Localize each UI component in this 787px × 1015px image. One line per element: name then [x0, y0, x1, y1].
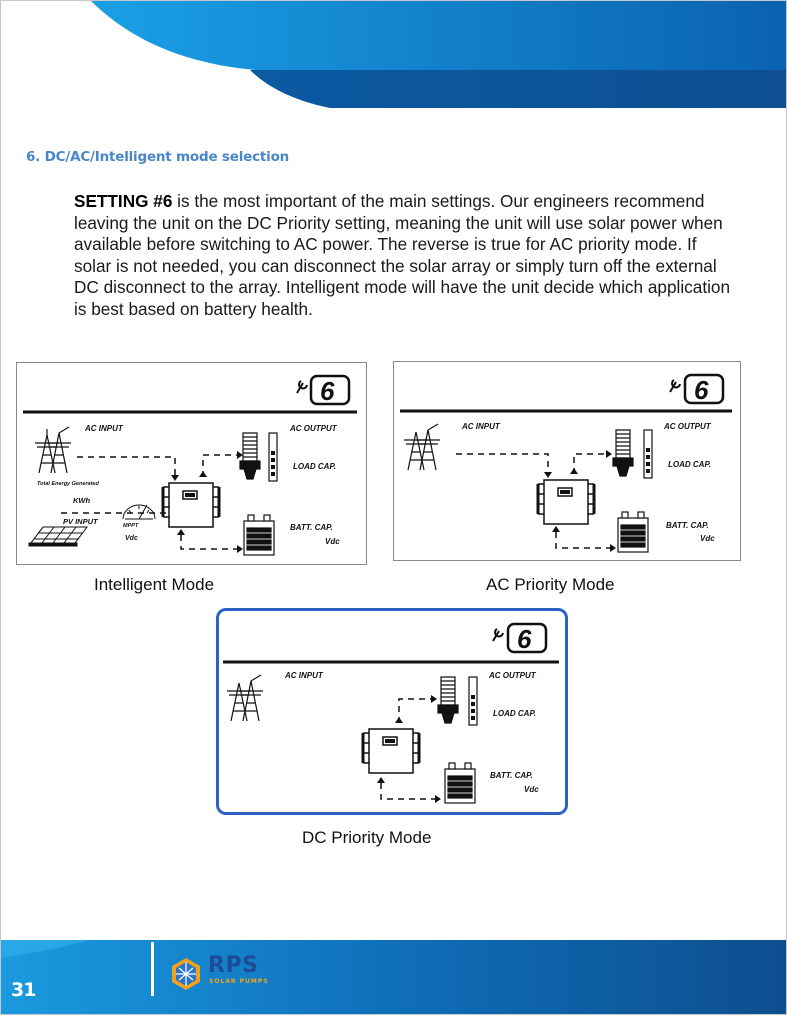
ac-output-label: AC OUTPUT: [488, 671, 537, 680]
ac-input-label: AC INPUT: [84, 424, 124, 433]
arrow-heads: [544, 450, 616, 552]
load-cap-label: LOAD CAP.: [293, 462, 336, 471]
brand-name: RPS: [208, 953, 259, 978]
load-level-icon: [268, 432, 278, 482]
pv-input-label: PV INPUT: [63, 517, 99, 526]
setting-digit-box: [309, 374, 351, 406]
flow-arrows: [380, 698, 437, 800]
batt-cap-label: BATT. CAP.: [666, 521, 709, 530]
bulb-icon: [612, 429, 634, 477]
battery-icon: [444, 762, 476, 804]
load-level-icon: [643, 429, 653, 479]
wrench-icon: [296, 380, 308, 394]
setting-digit: 6: [694, 375, 709, 405]
rps-logo-icon: [172, 958, 200, 990]
flow-arrows: [456, 453, 612, 549]
intro-text: is the most important of the main settin…: [74, 191, 731, 319]
mppt-vdc-label: Vdc: [125, 535, 138, 542]
setting-digit: 6: [320, 376, 335, 406]
load-level-icon: [468, 676, 478, 726]
ac-priority-panel: 6 AC INPUT AC OUTPUT LOAD CAP. BATT. CAP…: [393, 361, 741, 561]
arrow-heads: [377, 695, 441, 803]
arrow-heads: [171, 451, 243, 553]
ac-input-label: AC INPUT: [284, 671, 324, 680]
setting-digit: 6: [517, 624, 532, 654]
vdc-label: Vdc: [325, 537, 340, 546]
kwh-label: KWh: [73, 496, 90, 505]
bulb-icon: [437, 676, 459, 724]
ac-output-label: AC OUTPUT: [663, 422, 712, 431]
battery-icon: [243, 514, 275, 556]
batt-cap-label: BATT. CAP.: [290, 523, 333, 532]
solar-panel-icon: [28, 526, 88, 547]
wrench-icon: [669, 379, 681, 393]
vdc-label: Vdc: [700, 534, 715, 543]
header-banner: [90, 0, 787, 108]
wrench-icon: [492, 628, 504, 642]
page-number: 31: [11, 979, 36, 1001]
power-tower-icon: [227, 674, 263, 722]
brand-subtitle: SOLAR PUMPS: [209, 978, 269, 985]
dc-priority-caption: DC Priority Mode: [302, 828, 432, 847]
intelligent-mode-caption: Intelligent Mode: [94, 575, 215, 594]
inverter-icon: [161, 482, 221, 528]
setting-digit-box: [506, 622, 548, 654]
intelligent-mode-panel: 6 AC INPUT AC OUTPUT LOAD CAP. BATT. CAP…: [16, 362, 367, 565]
power-tower-icon: [35, 426, 71, 474]
bulb-icon: [239, 432, 261, 480]
setting-lead: SETTING #6: [74, 191, 173, 211]
setting-digit-box: [683, 373, 725, 405]
vdc-label: Vdc: [524, 785, 539, 794]
footer-banner: [0, 940, 787, 1015]
total-energy-label: Total Energy Generated: [37, 481, 99, 487]
intro-paragraph: SETTING #6 is the most important of the …: [74, 191, 734, 321]
dc-priority-panel: 6 AC INPUT AC OUTPUT LOAD CAP. BATT. CAP…: [216, 608, 568, 815]
section-heading: 6. DC/AC/Intelligent mode selection: [26, 149, 290, 165]
mppt-label: MPPT: [123, 523, 139, 529]
load-cap-label: LOAD CAP.: [493, 709, 536, 718]
load-cap-label: LOAD CAP.: [668, 460, 711, 469]
inverter-icon: [536, 479, 596, 525]
flow-arrows: [61, 454, 239, 550]
ac-input-label: AC INPUT: [461, 422, 501, 431]
mppt-meter-icon: [122, 504, 156, 520]
ac-output-label: AC OUTPUT: [289, 424, 338, 433]
power-tower-icon: [404, 423, 440, 471]
battery-icon: [617, 511, 649, 553]
ac-priority-caption: AC Priority Mode: [486, 575, 615, 594]
batt-cap-label: BATT. CAP.: [490, 771, 533, 780]
inverter-icon: [361, 728, 421, 774]
